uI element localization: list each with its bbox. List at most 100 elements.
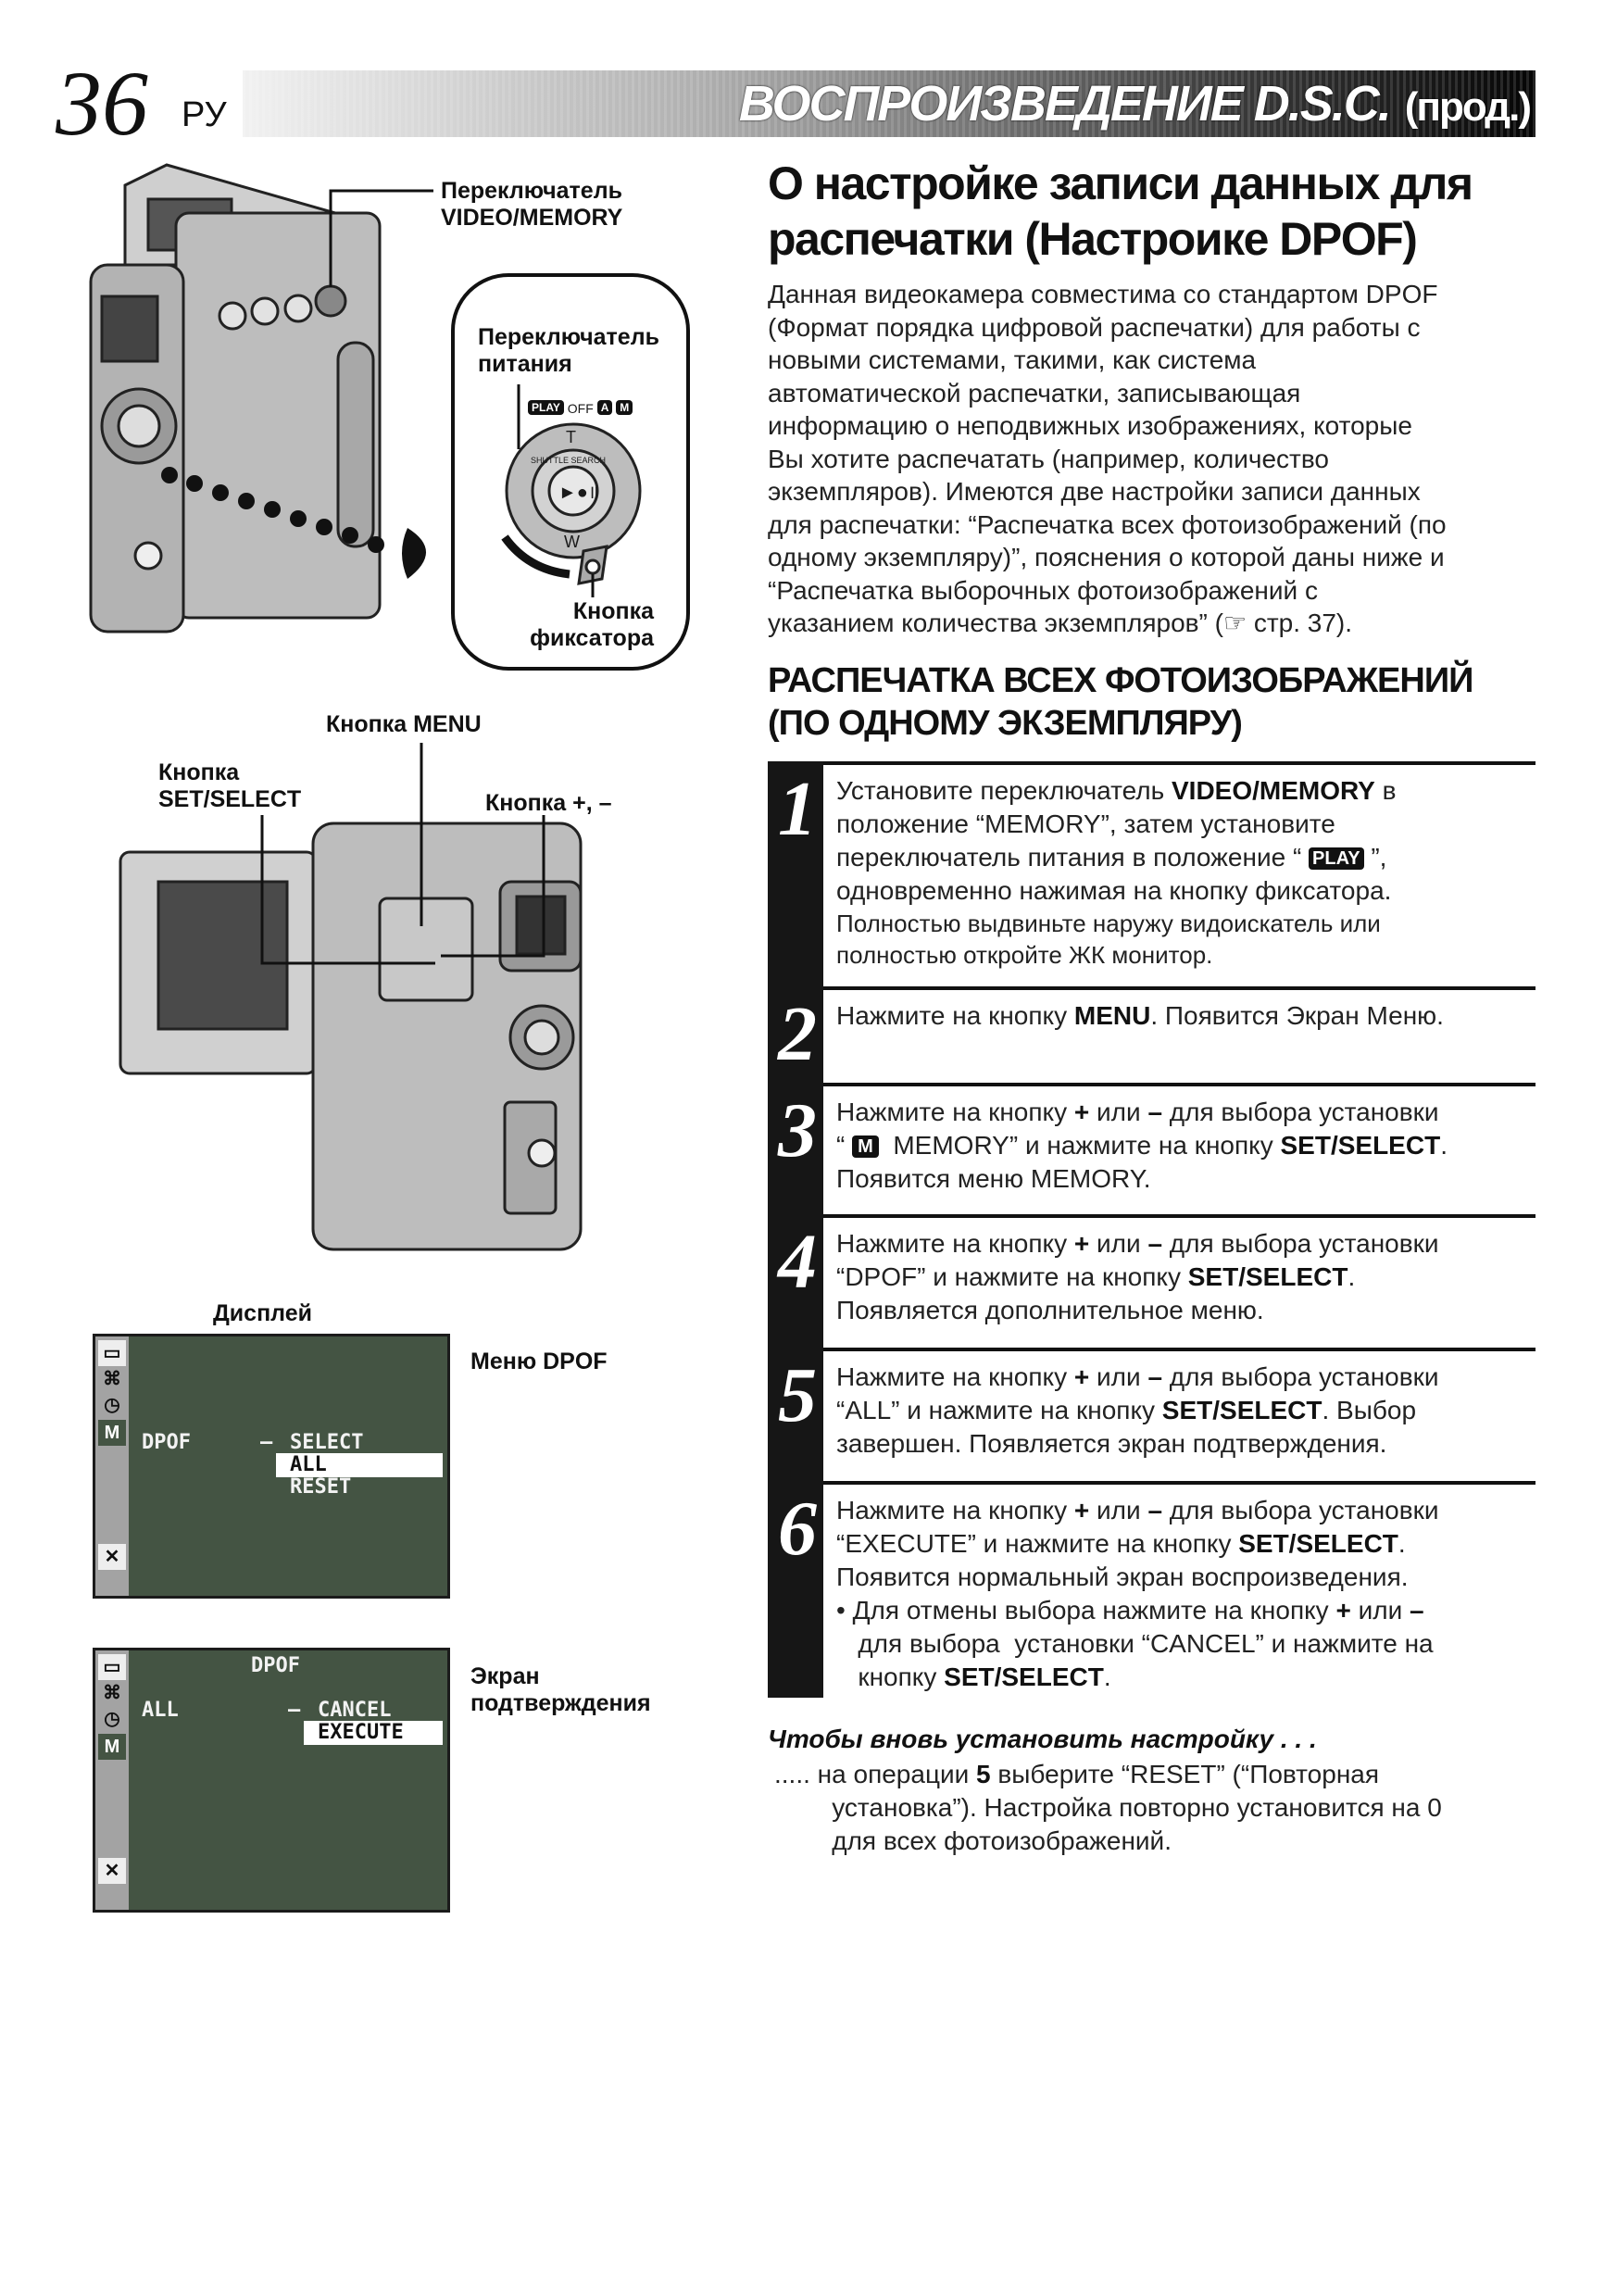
text: переключатель питания в положение “ xyxy=(836,843,1310,872)
text-line: положение “MEMORY”, затем установите xyxy=(836,808,1536,841)
text: завершен. Появляется экран подтверждения… xyxy=(836,1429,1387,1458)
intro-line: “Распечатка выборочных фотоизображений с xyxy=(768,575,1318,605)
osd-item-all: ALL xyxy=(142,1699,179,1722)
intro-line: для распечатки: “Распечатка всех фотоизо… xyxy=(768,509,1447,539)
text: MEMORY” и нажмите на кнопку xyxy=(878,1131,1281,1160)
step-bar xyxy=(768,1348,823,1481)
text: Появится нормальный экран воспроизведени… xyxy=(836,1562,1409,1591)
text-line: “EXECUTE” и нажмите на кнопку SET/SELECT… xyxy=(836,1527,1536,1561)
dial-play: PLAY xyxy=(528,400,564,415)
osd-option-select[interactable]: SELECT xyxy=(290,1431,364,1454)
step-number: 4 xyxy=(778,1219,817,1305)
close-icon[interactable]: ✕ xyxy=(98,1544,126,1570)
dial-manual: M xyxy=(616,400,633,415)
dial-wide: W xyxy=(564,533,580,551)
set-select-label: Кнопка SET/SELECT xyxy=(158,759,301,813)
text: для выбора установки xyxy=(1162,1496,1439,1524)
osd-sidebar: ▭ ⌘ ◷ M ✕ xyxy=(95,1650,129,1910)
step-number: 3 xyxy=(778,1087,817,1173)
osd-sidebar: ▭ ⌘ ◷ M ✕ xyxy=(95,1336,129,1596)
osd-option-execute-selected[interactable]: EXECUTE xyxy=(304,1721,443,1745)
intro-line: новыми системами, такими, как система xyxy=(768,345,1257,374)
bold-text: SET/SELECT xyxy=(1187,1262,1348,1291)
osd-dash: – xyxy=(288,1699,301,1722)
text: . xyxy=(1348,1262,1356,1291)
step-text: Нажмите на кнопку + или – для выбора уст… xyxy=(836,1485,1536,1694)
step-bar xyxy=(768,1083,823,1214)
text-line: завершен. Появляется экран подтверждения… xyxy=(836,1427,1536,1461)
section-heading-line: (ПО ОДНОМУ ЭКЗЕМПЛЯРУ) xyxy=(768,704,1243,743)
text-line: • Для отмены выбора нажмите на кнопку + … xyxy=(836,1594,1536,1627)
step-number: 6 xyxy=(778,1486,817,1572)
close-icon[interactable]: ✕ xyxy=(98,1858,126,1884)
play-pause-icon: ►●॥ xyxy=(558,483,599,503)
text-line: установка”). Настройка повторно установи… xyxy=(774,1791,1442,1825)
text: или xyxy=(1350,1596,1410,1625)
text: . Появится Экран Меню. xyxy=(1150,1001,1444,1030)
text: Нажмите на кнопку xyxy=(836,1098,1074,1126)
text-line: Появляется дополнительное меню. xyxy=(836,1294,1536,1327)
text: для выбора установки xyxy=(1162,1362,1439,1391)
text: или xyxy=(1089,1098,1148,1126)
intro-line: одному экземпляру)”, пояснения о которой… xyxy=(768,543,1445,571)
osd-option-cancel[interactable]: CANCEL xyxy=(318,1699,392,1722)
intro-line: Вы хотите распечатать (например, количес… xyxy=(768,444,1330,473)
label-line: питания xyxy=(478,351,572,377)
bold-text: – xyxy=(1147,1496,1163,1524)
text: Появится меню MEMORY. xyxy=(836,1164,1151,1193)
reset-heading: Чтобы вновь установить настройку . . . xyxy=(768,1725,1317,1753)
step-bar xyxy=(768,1214,823,1348)
bold-text: – xyxy=(1147,1229,1163,1258)
osd-option-reset[interactable]: RESET xyxy=(290,1475,352,1499)
intro-line: автоматической распечатки, записывающая xyxy=(768,378,1301,408)
label-line: фиксатора xyxy=(530,625,654,651)
section-heading: РАСПЕЧАТКА ВСЕХ ФОТОИЗОБРАЖЕНИЙ (ПО ОДНО… xyxy=(768,659,1473,745)
play-mode-icon: PLAY xyxy=(1309,847,1364,870)
bold-text: – xyxy=(1147,1362,1163,1391)
section-heading-line: РАСПЕЧАТКА ВСЕХ ФОТОИЗОБРАЖЕНИЙ xyxy=(768,661,1473,700)
text: . xyxy=(1398,1529,1406,1558)
page-language: РУ xyxy=(182,95,227,134)
dpof-menu-screen: ▭ ⌘ ◷ M ✕ DPOF – SELECT ALL RESET xyxy=(93,1334,450,1599)
intro-line: (Формат порядка цифровой распечатки) для… xyxy=(768,312,1421,342)
text: положение “MEMORY”, затем установите xyxy=(836,809,1335,838)
text: для всех фотоизображений. xyxy=(774,1826,1172,1855)
text: “ xyxy=(836,1131,853,1160)
reset-text: ..... на операции 5 выберите “RESET” (“П… xyxy=(774,1758,1442,1858)
step-6: 6 Нажмите на кнопку + или – для выбора у… xyxy=(768,1481,1536,1698)
bold-text: – xyxy=(1410,1596,1424,1625)
osd-title: DPOF xyxy=(251,1654,300,1677)
dpof-menu-label: Меню DPOF xyxy=(470,1349,608,1374)
osd-item-dpof: DPOF xyxy=(142,1431,191,1454)
plus-minus-label: Кнопка +, – xyxy=(485,790,612,816)
text: • Для отмены выбора нажмите на кнопку xyxy=(836,1596,1336,1625)
video-memory-label: Переключатель VIDEO/MEMORY xyxy=(441,178,622,232)
text: Нажмите на кнопку xyxy=(836,1229,1074,1258)
step-number: 2 xyxy=(778,991,817,1077)
bold-text: + xyxy=(1073,1496,1090,1524)
bold-text: SET/SELECT xyxy=(1280,1131,1441,1160)
step-1: 1 Установите переключатель VIDEO/MEMORY … xyxy=(768,761,1536,986)
step-note: Полностью выдвиньте наружу видоискатель … xyxy=(836,908,1536,971)
text: “EXECUTE” и нажмите на кнопку xyxy=(836,1529,1239,1558)
dial-mode-labels: PLAY OFF A M xyxy=(528,400,633,416)
page-number: 36 xyxy=(56,52,148,155)
label-line: Переключатель xyxy=(478,324,659,350)
lock-button-label: Кнопка фиксатора xyxy=(519,598,654,652)
step-text: Нажмите на кнопку + или – для выбора уст… xyxy=(836,1086,1536,1196)
label-line: Кнопка xyxy=(158,759,240,785)
step-bar xyxy=(768,1481,823,1698)
header-title-main: ВОСПРОИЗВЕДЕНИЕ D.S.C. xyxy=(738,76,1392,132)
power-dial xyxy=(501,422,642,585)
text-line: Появится нормальный экран воспроизведени… xyxy=(836,1561,1536,1594)
text: в xyxy=(1374,776,1397,805)
note-line: Полностью выдвиньте наружу видоискатель … xyxy=(836,910,1381,937)
text: кнопку xyxy=(836,1662,945,1691)
text: Нажмите на кнопку xyxy=(836,1362,1074,1391)
text: для выбора установки xyxy=(1162,1098,1439,1126)
osd-option-all-selected[interactable]: ALL xyxy=(276,1453,443,1477)
bold-text: 5 xyxy=(976,1760,991,1788)
bold-text: – xyxy=(1147,1098,1163,1126)
step-2: 2 Нажмите на кнопку MENU. Появится Экран… xyxy=(768,986,1536,1083)
